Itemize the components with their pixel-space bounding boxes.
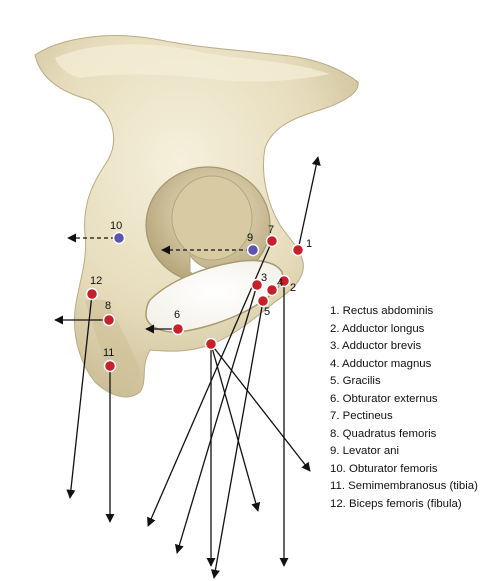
legend-item: 3. Adductor brevis: [330, 340, 422, 352]
marker-5[interactable]: [256, 294, 270, 308]
marker-11[interactable]: [103, 359, 117, 373]
arrow-12: [66, 293, 93, 499]
acetabular-fossa: [171, 175, 253, 261]
arrow-ischial-b: [210, 343, 261, 512]
marker-8[interactable]: [102, 313, 116, 327]
arrow-1: [297, 156, 321, 251]
marker-3[interactable]: [250, 278, 264, 292]
legend-item: 4. Adductor magnus: [330, 357, 432, 370]
hip-bone: [34, 35, 359, 398]
legend-item: 9. Levator ani: [330, 445, 400, 457]
label-1: 1: [306, 238, 312, 250]
label-8: 8: [105, 300, 111, 312]
label-10: 10: [110, 220, 122, 232]
label-12: 12: [90, 275, 102, 287]
label-11: 11: [103, 347, 114, 359]
legend-item: 5. Gracilis: [330, 375, 381, 387]
legend-item: 12. Biceps femoris (fibula): [330, 497, 462, 510]
marker-1[interactable]: [291, 243, 305, 257]
obturator-foramen: [145, 259, 284, 333]
arrow-3: [174, 284, 258, 554]
legend-item: 2. Adductor longus: [330, 322, 425, 335]
muscle-legend: 1. Rectus abdominis 2. Adductor longus 3…: [330, 303, 478, 513]
legend-item: 1. Rectus abdominis: [330, 305, 434, 317]
label-4: 4: [277, 277, 283, 289]
label-2: 2: [290, 282, 296, 294]
arrow-7: [147, 240, 273, 527]
marker-12[interactable]: [85, 287, 99, 301]
marker-10[interactable]: [112, 231, 126, 245]
legend-item: 10. Obturator femoris: [330, 462, 438, 475]
marker-labels: 1 2 3 4 5 6 7 8 9 10 11 12: [90, 220, 312, 359]
legend-item: 6. Obturator externus: [330, 392, 438, 405]
label-3: 3: [261, 272, 267, 284]
legend-item: 7. Pectineus: [330, 410, 393, 422]
marker-9[interactable]: [246, 243, 260, 257]
label-5: 5: [264, 306, 270, 318]
markers: [85, 231, 305, 373]
marker-2[interactable]: [277, 274, 291, 288]
legend-item: 11. Semimembranosus (tibia): [330, 480, 478, 492]
legend-item: 8. Quadratus femoris: [330, 427, 437, 440]
iliac-highlight: [55, 44, 330, 82]
marker-4[interactable]: [265, 283, 279, 297]
arrow-ischial-c: [210, 343, 311, 472]
dashed-arrows: [67, 233, 250, 255]
label-7: 7: [268, 224, 274, 236]
ischial-shadow: [85, 300, 140, 387]
marker-7[interactable]: [265, 234, 279, 248]
solid-arrows: [54, 156, 321, 579]
marker-ischial[interactable]: [204, 337, 218, 351]
label-6: 6: [174, 309, 180, 321]
label-9: 9: [247, 232, 253, 244]
marker-6[interactable]: [171, 322, 185, 336]
